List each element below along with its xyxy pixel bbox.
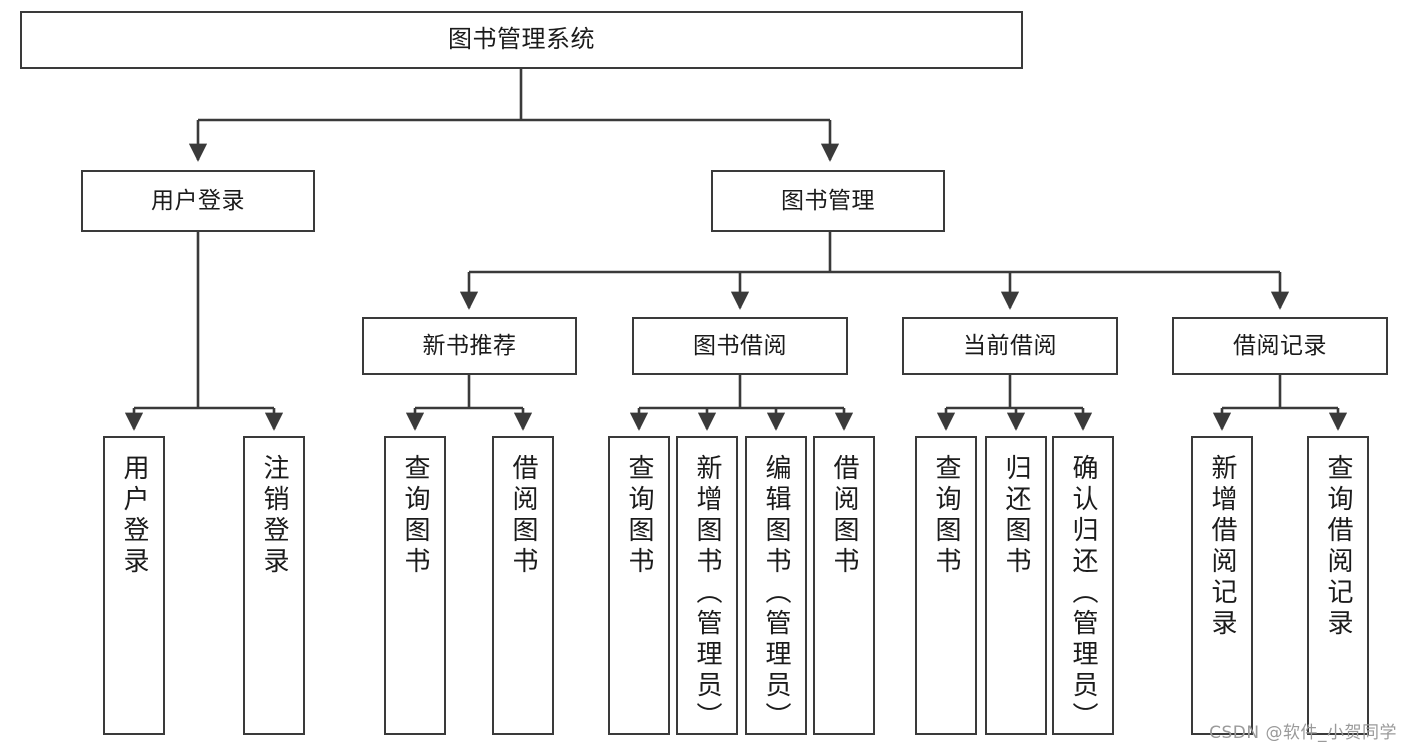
leaf-borrow-query-book[interactable]: 查询图书 bbox=[608, 436, 670, 735]
node-label: 图书借阅 bbox=[693, 332, 787, 359]
leaf-user-login-logout[interactable]: 注销登录 bbox=[243, 436, 305, 735]
node-label: 用户登录 bbox=[151, 187, 245, 214]
leaf-recommend-borrow-book[interactable]: 借阅图书 bbox=[492, 436, 554, 735]
node-new-book-recommend[interactable]: 新书推荐 bbox=[362, 317, 577, 375]
node-label: 新增借阅记录 bbox=[1207, 454, 1237, 640]
node-label: 查询借阅记录 bbox=[1323, 454, 1353, 640]
node-borrow-record[interactable]: 借阅记录 bbox=[1172, 317, 1388, 375]
node-label: 借阅图书 bbox=[829, 454, 859, 578]
node-user-login[interactable]: 用户登录 bbox=[81, 170, 315, 232]
leaf-borrow-borrow-book[interactable]: 借阅图书 bbox=[813, 436, 875, 735]
leaf-current-return-book[interactable]: 归还图书 bbox=[985, 436, 1047, 735]
node-current-borrow[interactable]: 当前借阅 bbox=[902, 317, 1118, 375]
node-label: 借阅记录 bbox=[1233, 332, 1327, 359]
node-book-management[interactable]: 图书管理 bbox=[711, 170, 945, 232]
leaf-current-query-book[interactable]: 查询图书 bbox=[915, 436, 977, 735]
leaf-record-query-record[interactable]: 查询借阅记录 bbox=[1307, 436, 1369, 735]
leaf-borrow-edit-book[interactable]: 编辑图书（管理员） bbox=[745, 436, 807, 735]
node-label: 图书管理 bbox=[781, 187, 875, 214]
csdn-watermark: CSDN @软件_小贺同学 bbox=[1209, 723, 1397, 743]
leaf-borrow-add-book[interactable]: 新增图书（管理员） bbox=[676, 436, 738, 735]
node-label: 借阅图书 bbox=[508, 454, 538, 578]
node-label: 查询图书 bbox=[931, 454, 961, 578]
node-label: 查询图书 bbox=[624, 454, 654, 578]
node-label: 确认归还（管理员） bbox=[1068, 454, 1098, 733]
leaf-recommend-query-book[interactable]: 查询图书 bbox=[384, 436, 446, 735]
leaf-current-confirm-return[interactable]: 确认归还（管理员） bbox=[1052, 436, 1114, 735]
node-label: 当前借阅 bbox=[963, 332, 1057, 359]
node-label: 新书推荐 bbox=[422, 332, 517, 359]
node-label: 编辑图书（管理员） bbox=[761, 454, 791, 733]
node-label: 归还图书 bbox=[1001, 454, 1031, 578]
node-label: 图书管理系统 bbox=[448, 25, 595, 54]
node-label: 注销登录 bbox=[259, 454, 289, 578]
leaf-record-add-record[interactable]: 新增借阅记录 bbox=[1191, 436, 1253, 735]
node-label: 用户登录 bbox=[119, 454, 149, 578]
node-label: 查询图书 bbox=[400, 454, 430, 578]
node-book-borrow[interactable]: 图书借阅 bbox=[632, 317, 848, 375]
leaf-user-login-login[interactable]: 用户登录 bbox=[103, 436, 165, 735]
node-label: 新增图书（管理员） bbox=[692, 454, 722, 733]
node-root-system[interactable]: 图书管理系统 bbox=[20, 11, 1023, 69]
